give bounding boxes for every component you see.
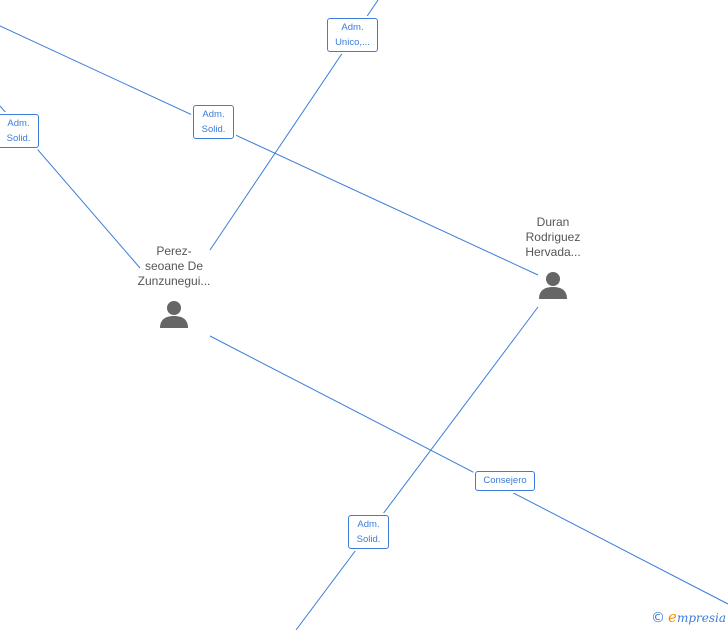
empresia-logo: ©empresia <box>651 608 726 626</box>
role-line: Adm. <box>341 22 364 33</box>
role-box-adm-solid-bottom[interactable]: Adm. Solid. <box>348 515 389 549</box>
person-node-perez[interactable]: Perez- seoane De Zunzunegui... <box>124 244 224 329</box>
person-name: Duran Rodriguez Hervada... <box>503 215 603 260</box>
role-line: Solid. <box>6 133 31 144</box>
person-name-line: Hervada... <box>525 245 581 259</box>
role-box-adm-solid-left[interactable]: Adm. Solid. <box>0 114 39 148</box>
brand-name: mpresia <box>676 611 726 625</box>
role-line: Adm. <box>202 109 225 120</box>
brand-initial: e <box>668 608 677 626</box>
role-line: Consejero <box>483 475 527 486</box>
person-name-line: seoane De <box>144 259 204 273</box>
role-line: Solid. <box>201 124 226 135</box>
person-node-duran[interactable]: Duran Rodriguez Hervada... <box>503 215 603 300</box>
role-box-adm-unico[interactable]: Adm. Unico,... <box>327 18 378 52</box>
person-name-line: Rodriguez <box>525 230 581 244</box>
role-line: Solid. <box>356 534 381 545</box>
role-box-consejero[interactable]: Consejero <box>475 471 535 491</box>
role-line: Unico,... <box>335 37 370 48</box>
copyright-icon: © <box>651 610 666 626</box>
person-icon <box>160 301 188 328</box>
person-name-line: Perez- <box>156 244 192 258</box>
edge-top-left-to-duran <box>0 25 539 276</box>
person-icon <box>539 272 567 299</box>
person-name-line: Duran <box>536 215 570 229</box>
person-name: Perez- seoane De Zunzunegui... <box>124 244 224 289</box>
edge-perez-to-consejero <box>209 335 728 605</box>
role-line: Adm. <box>7 118 30 129</box>
edge-duran-to-adm-solid-bottom <box>295 306 539 630</box>
role-box-adm-solid-center[interactable]: Adm. Solid. <box>193 105 234 139</box>
role-line: Adm. <box>357 519 380 530</box>
person-name-line: Zunzunegui... <box>137 274 211 288</box>
